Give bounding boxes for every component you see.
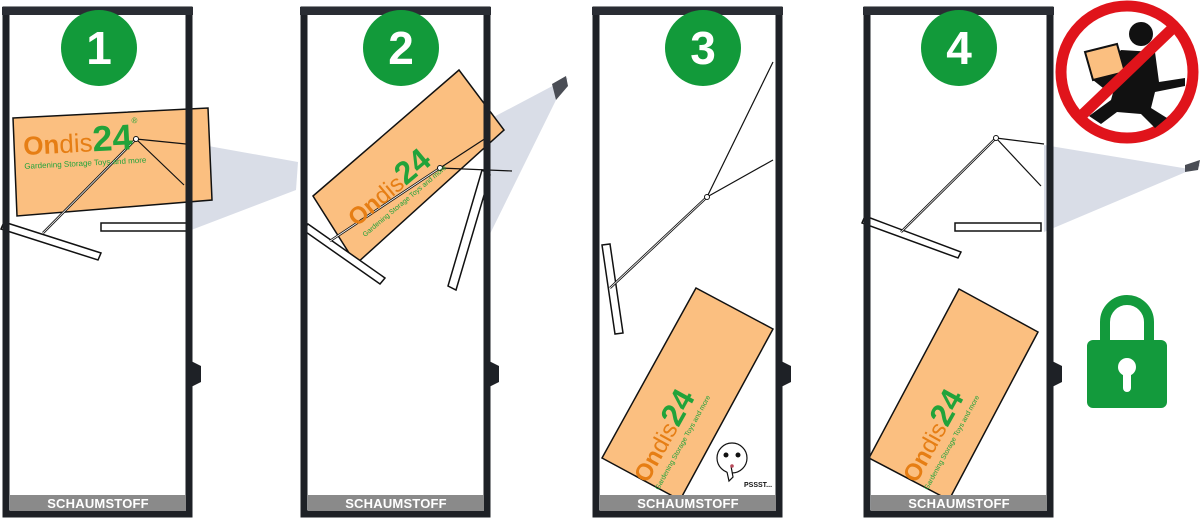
parcel-box-icon xyxy=(600,286,775,502)
step-number-1: 1 xyxy=(86,22,112,74)
panel-1-drawing xyxy=(0,6,298,518)
panel-step-4: 4 Ondis24 Gardening Storage Toys and mor… xyxy=(855,0,1200,526)
flap-icon xyxy=(186,142,298,232)
step-badge-4 xyxy=(921,10,997,86)
panel-step-3: 3 Ondis24 Gardening Storage Toys and mor… xyxy=(590,0,810,526)
foam-label: SCHAUMSTOFF xyxy=(345,496,447,511)
foam-label: SCHAUMSTOFF xyxy=(47,496,149,511)
flap-icon xyxy=(1044,145,1200,232)
flap-icon xyxy=(488,78,568,238)
step-badge-1 xyxy=(61,10,137,86)
panel-2-drawing xyxy=(300,6,568,518)
foam-label: SCHAUMSTOFF xyxy=(908,496,1010,511)
parcel-box-icon xyxy=(867,287,1040,502)
no-theft-sign-icon xyxy=(1055,0,1199,144)
step-number-3: 3 xyxy=(690,22,716,74)
step-badge-3 xyxy=(665,10,741,86)
step-number-2: 2 xyxy=(388,22,414,74)
shush-face-icon xyxy=(716,442,748,483)
foam-label: SCHAUMSTOFF xyxy=(637,496,739,511)
padlock-icon xyxy=(1087,295,1167,408)
step-badge-2 xyxy=(363,10,439,86)
parcel-box-icon xyxy=(312,68,506,266)
brand-logo: Ondis24® Gardening Storage Toys and more xyxy=(22,115,147,171)
step-number-4: 4 xyxy=(946,22,972,74)
panel-4-drawing xyxy=(860,0,1200,518)
panel-step-1: 1 Ondis24® Gardening Storage Toys and mo… xyxy=(0,0,300,526)
psst-caption: PSSST... xyxy=(744,482,773,489)
panel-3-drawing xyxy=(592,6,791,518)
panel-step-2: 2 Ondis24 Gardening Storage Toys and mor… xyxy=(298,0,588,526)
